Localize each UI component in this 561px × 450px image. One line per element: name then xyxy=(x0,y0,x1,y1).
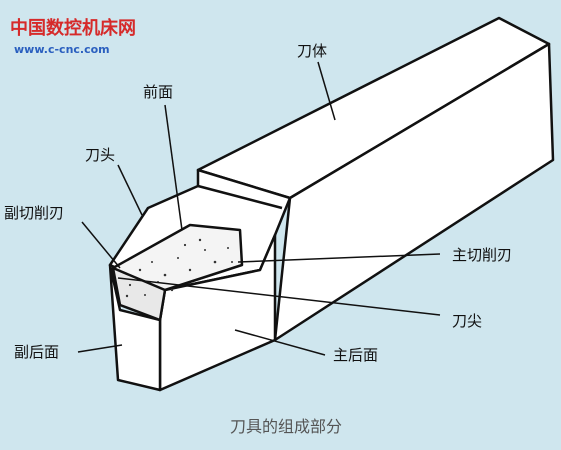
label-tool-tip: 刀尖 xyxy=(452,312,482,330)
labels: 刀体 前面 刀头 副切削刃 主切削刃 刀尖 副后面 主后面 xyxy=(4,42,512,364)
watermark-url: www.c-cnc.com xyxy=(14,43,110,56)
watermark-brand: 中国数控机床网 xyxy=(10,17,136,39)
shank-right-face xyxy=(273,42,555,342)
label-major-flank: 主后面 xyxy=(333,346,378,364)
watermark: 中国数控机床网 www.c-cnc.com xyxy=(10,17,136,56)
leader-lines xyxy=(77,61,441,356)
label-tool-head: 刀头 xyxy=(85,146,115,164)
label-body: 刀体 xyxy=(297,42,327,60)
label-rake-face: 前面 xyxy=(143,83,173,101)
shank-edge-line xyxy=(197,184,283,210)
label-minor-flank: 副后面 xyxy=(14,343,59,361)
tip-front-face xyxy=(111,266,167,322)
caption: 刀具的组成部分 xyxy=(230,417,342,436)
label-minor-cutting-edge: 副切削刃 xyxy=(4,204,64,222)
label-major-cutting-edge: 主切削刃 xyxy=(452,246,512,264)
tool-body xyxy=(108,16,555,392)
